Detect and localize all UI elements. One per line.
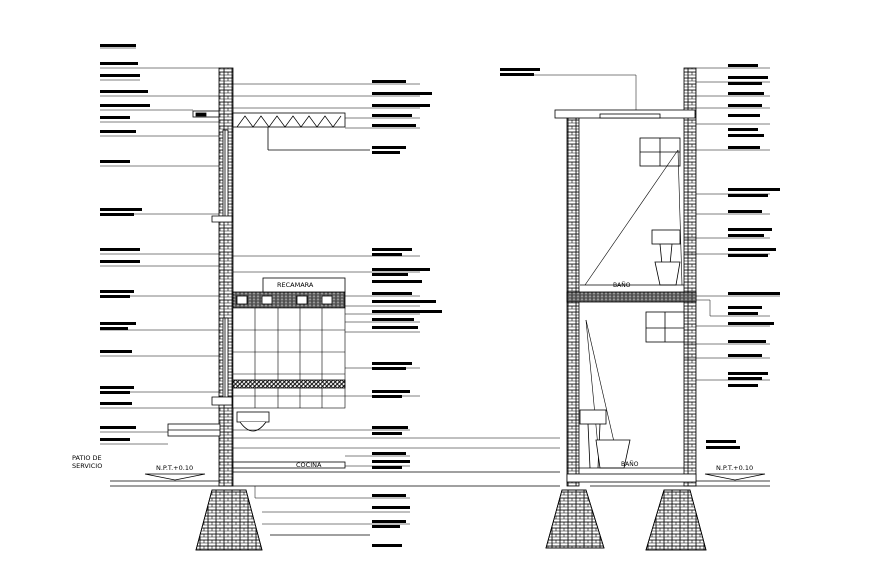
left-annotation-leaders	[100, 47, 219, 445]
bano-lower-label: BAÑO	[621, 461, 639, 468]
cocina-label: COCINA	[296, 461, 322, 469]
upper-window-jamb	[222, 129, 229, 221]
right-section	[545, 67, 770, 551]
bano-upper-label: BAÑO	[613, 282, 631, 289]
npt-marker-left	[144, 473, 206, 481]
lower-bathroom	[579, 311, 685, 469]
bath-intermediate-slab	[566, 291, 697, 303]
backsplash-band	[232, 379, 346, 389]
left-footing	[195, 489, 263, 551]
lower-window-jamb	[222, 317, 229, 399]
recamara-label: RECAMARA	[277, 281, 314, 289]
npt-left-label: N.P.T.+0.10	[156, 464, 193, 472]
center-annotation-texts	[372, 80, 442, 547]
kitchen-tile-grid	[232, 307, 346, 409]
patio-label-line2: SERVICIO	[72, 462, 102, 470]
npt-marker-right	[704, 473, 766, 481]
left-annotation-texts	[100, 44, 150, 441]
right-annotation-leaders	[500, 67, 780, 381]
kitchen-sink	[167, 411, 270, 437]
left-section	[110, 67, 560, 551]
upper-bathroom	[580, 137, 684, 286]
patio-label-line1: PATIO DE	[72, 454, 102, 462]
npt-right-label: N.P.T.+0.10	[716, 464, 753, 472]
right-annotation-texts	[500, 64, 780, 449]
right-section-right-wall	[683, 67, 697, 487]
